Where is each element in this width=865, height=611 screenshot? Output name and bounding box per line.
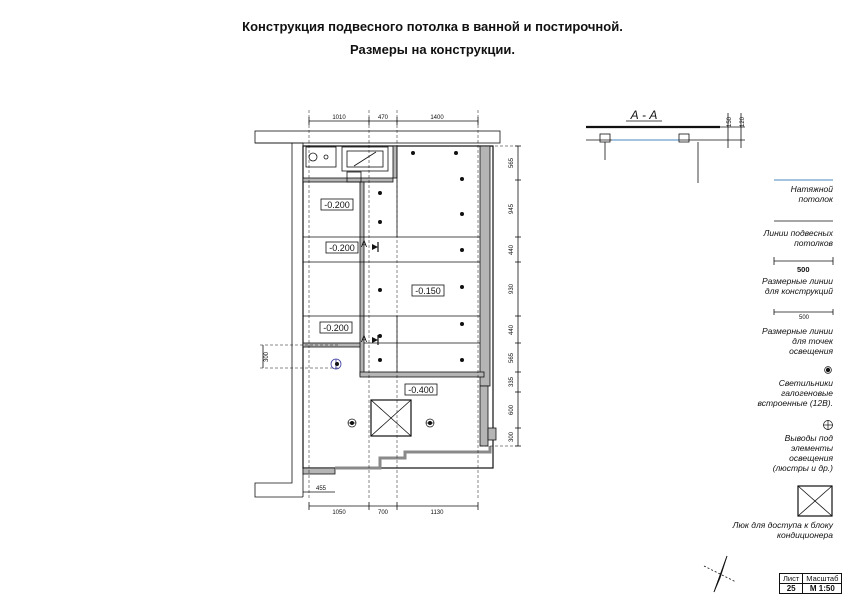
dim-text: 565 xyxy=(509,352,515,363)
level-label: -0.150 xyxy=(415,286,441,296)
legend-hatch: Люк для доступа к блоку кондиционера xyxy=(732,520,833,540)
dim-text: 1400 xyxy=(430,115,444,121)
sink-fixture xyxy=(305,146,337,168)
top-wall-band xyxy=(254,130,501,144)
section-marker: А xyxy=(361,239,367,249)
legend-hanger: Линии подвесных потолков xyxy=(763,228,833,248)
level-label: -0.200 xyxy=(324,200,350,210)
dim-text: 945 xyxy=(509,203,515,214)
legend-dim-value: 500 xyxy=(799,315,810,321)
level-label: -0.200 xyxy=(329,243,355,253)
title-stamp: Лист Масштаб 25 М 1:50 xyxy=(778,573,843,594)
right-wall xyxy=(479,145,491,387)
section-a-a xyxy=(586,113,745,183)
legend-dim-value: 500 xyxy=(797,265,810,274)
dim-text: 335 xyxy=(509,376,515,387)
stamp-sheet-label: Лист xyxy=(778,573,804,584)
dim-text: 300 xyxy=(509,431,515,442)
dim-text: 455 xyxy=(316,486,327,492)
legend-halogen: Светильники галогеновые встроенные (12В)… xyxy=(757,378,833,408)
dim-text: 300 xyxy=(264,351,270,362)
dim-text: 1130 xyxy=(431,510,445,516)
level-label: -0.200 xyxy=(323,323,349,333)
north-arrow-icon xyxy=(703,555,737,593)
legend-dim-lights: Размерные линии для точек освещения xyxy=(761,326,833,356)
dim-text: 470 xyxy=(378,115,389,121)
room-outline xyxy=(302,145,494,469)
dim-text: 120 xyxy=(740,116,746,127)
stamp-sheet: 25 xyxy=(778,583,804,594)
legend-hatch-icon xyxy=(797,485,833,517)
dim-text: 1010 xyxy=(332,115,346,121)
legend-outlets: Выводы под элементы освещения (люстры и … xyxy=(772,433,833,473)
dim-text: 565 xyxy=(509,157,515,168)
level-label: -0.400 xyxy=(408,385,434,395)
page-title: Конструкция подвесного потолка в ванной … xyxy=(242,19,623,34)
page-subtitle: Размеры на конструкции. xyxy=(349,42,516,57)
legend-stretch: Натяжной потолок xyxy=(790,184,833,204)
stamp-scale-label: Масштаб xyxy=(802,573,843,584)
dim-text: 150 xyxy=(727,116,733,127)
legend-dim-construction: Размерные линии для конструкций xyxy=(761,276,833,296)
stamp-scale: М 1:50 xyxy=(802,583,843,594)
inner-wall xyxy=(359,181,365,377)
dim-text: 440 xyxy=(509,324,515,335)
dim-text: 930 xyxy=(509,283,515,294)
service-hatch xyxy=(370,399,412,437)
left-wall xyxy=(254,142,303,498)
bathtub-fixture xyxy=(341,146,389,172)
dim-text: 600 xyxy=(509,404,515,415)
dim-text: 1050 xyxy=(332,510,346,516)
dim-text: 440 xyxy=(509,244,515,255)
section-marker: А xyxy=(361,334,367,344)
dim-text: 700 xyxy=(378,510,389,516)
section-label: А - А xyxy=(630,108,658,122)
